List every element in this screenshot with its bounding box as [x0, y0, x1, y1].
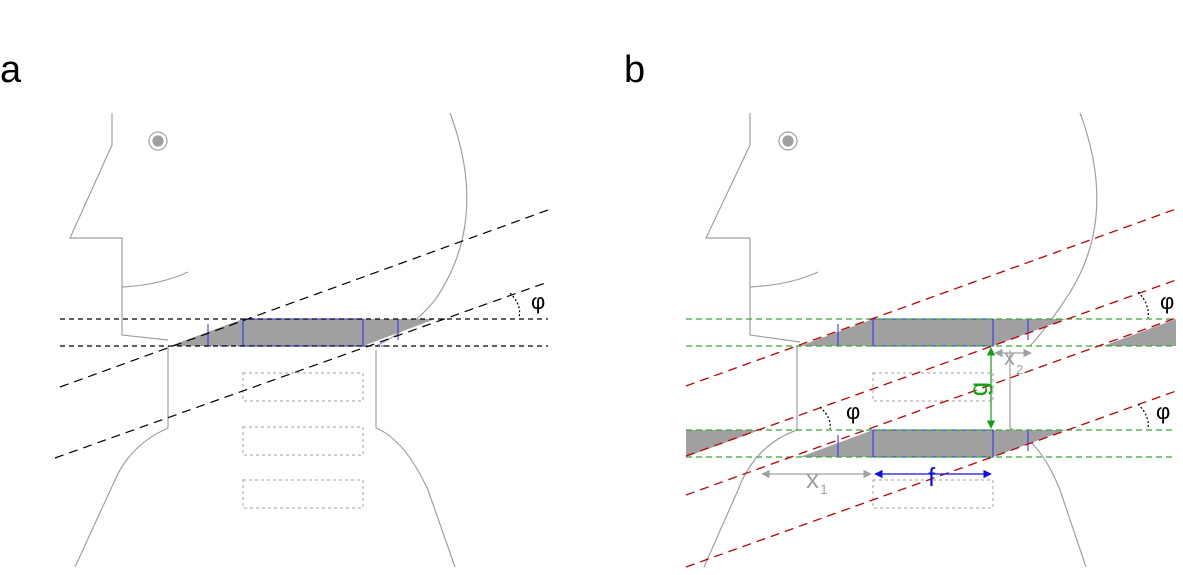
slab-b-upper-left-wedge: [800, 319, 873, 346]
slab-a-right-wedge: [363, 319, 435, 346]
dimension-label-f: f: [928, 462, 936, 492]
dimension-label-x2: x: [1004, 345, 1015, 370]
dimension-label-x1-sub: 1: [820, 481, 828, 497]
front-neck-b: [703, 346, 798, 568]
dimension-label-g: g: [963, 382, 993, 396]
back-of-head-b: [1029, 112, 1098, 347]
back-neck-a: [375, 350, 456, 568]
vertebra-a-3: [242, 479, 364, 509]
panel-b-label: b: [624, 49, 645, 91]
slab-b-lower-center: [873, 430, 993, 457]
slab-a-center: [243, 319, 363, 346]
slab-b-lower-edges: [837, 429, 1029, 458]
dimension-label-x2-sub: 2: [1016, 362, 1023, 377]
angle-phi-b-1: φ: [1160, 289, 1174, 314]
jaw-line-a: [121, 271, 189, 288]
angle-arc-b-1: [1137, 291, 1149, 319]
head-profile-b: [703, 112, 1098, 568]
head-profile-a: [69, 112, 468, 568]
green-lines-b: [686, 318, 1176, 458]
panel-a-label: a: [0, 49, 22, 91]
jaw-line-b: [749, 271, 819, 288]
back-neck-b: [1009, 350, 1087, 568]
panel-a: a: [0, 49, 549, 568]
angle-arc-b-3: [1137, 403, 1149, 430]
face-outline-b: [705, 113, 801, 343]
panel-b: b: [624, 49, 1177, 568]
ear-ring-a: [148, 131, 168, 151]
front-neck-a: [74, 346, 169, 568]
angle-phi-b-3: φ: [1156, 399, 1170, 424]
slab-b-far-right-wedge: [1103, 319, 1176, 346]
ear-dot-a: [152, 135, 164, 147]
slab-a-left-wedge: [170, 319, 243, 346]
slab-b-upper-edges: [837, 318, 1029, 347]
ear-ring-b: [778, 131, 798, 151]
angle-phi-b-2: φ: [846, 399, 860, 424]
oblique-line-a-2: [54, 281, 549, 459]
red-lines-b: [685, 208, 1177, 568]
face-outline-a: [69, 113, 169, 341]
slab-b-far-left-wedge: [686, 430, 760, 457]
angle-phi-a: φ: [531, 289, 545, 314]
vertebra-b-3: [872, 479, 994, 509]
beam-lines-a: [54, 209, 549, 459]
back-of-head-a: [375, 112, 468, 347]
angle-arc-b-2: [819, 406, 831, 430]
angle-arc-a: [509, 292, 521, 319]
dimension-label-x1: x: [806, 464, 819, 494]
oblique-line-a-1: [59, 209, 549, 388]
ear-dot-b: [782, 135, 794, 147]
slab-b-lower-left-wedge: [800, 430, 873, 457]
vertebra-a-2: [242, 426, 364, 456]
slab-b-upper-center: [873, 319, 993, 346]
vertebra-a-1: [242, 372, 364, 402]
vertebrae-a: [242, 372, 364, 509]
